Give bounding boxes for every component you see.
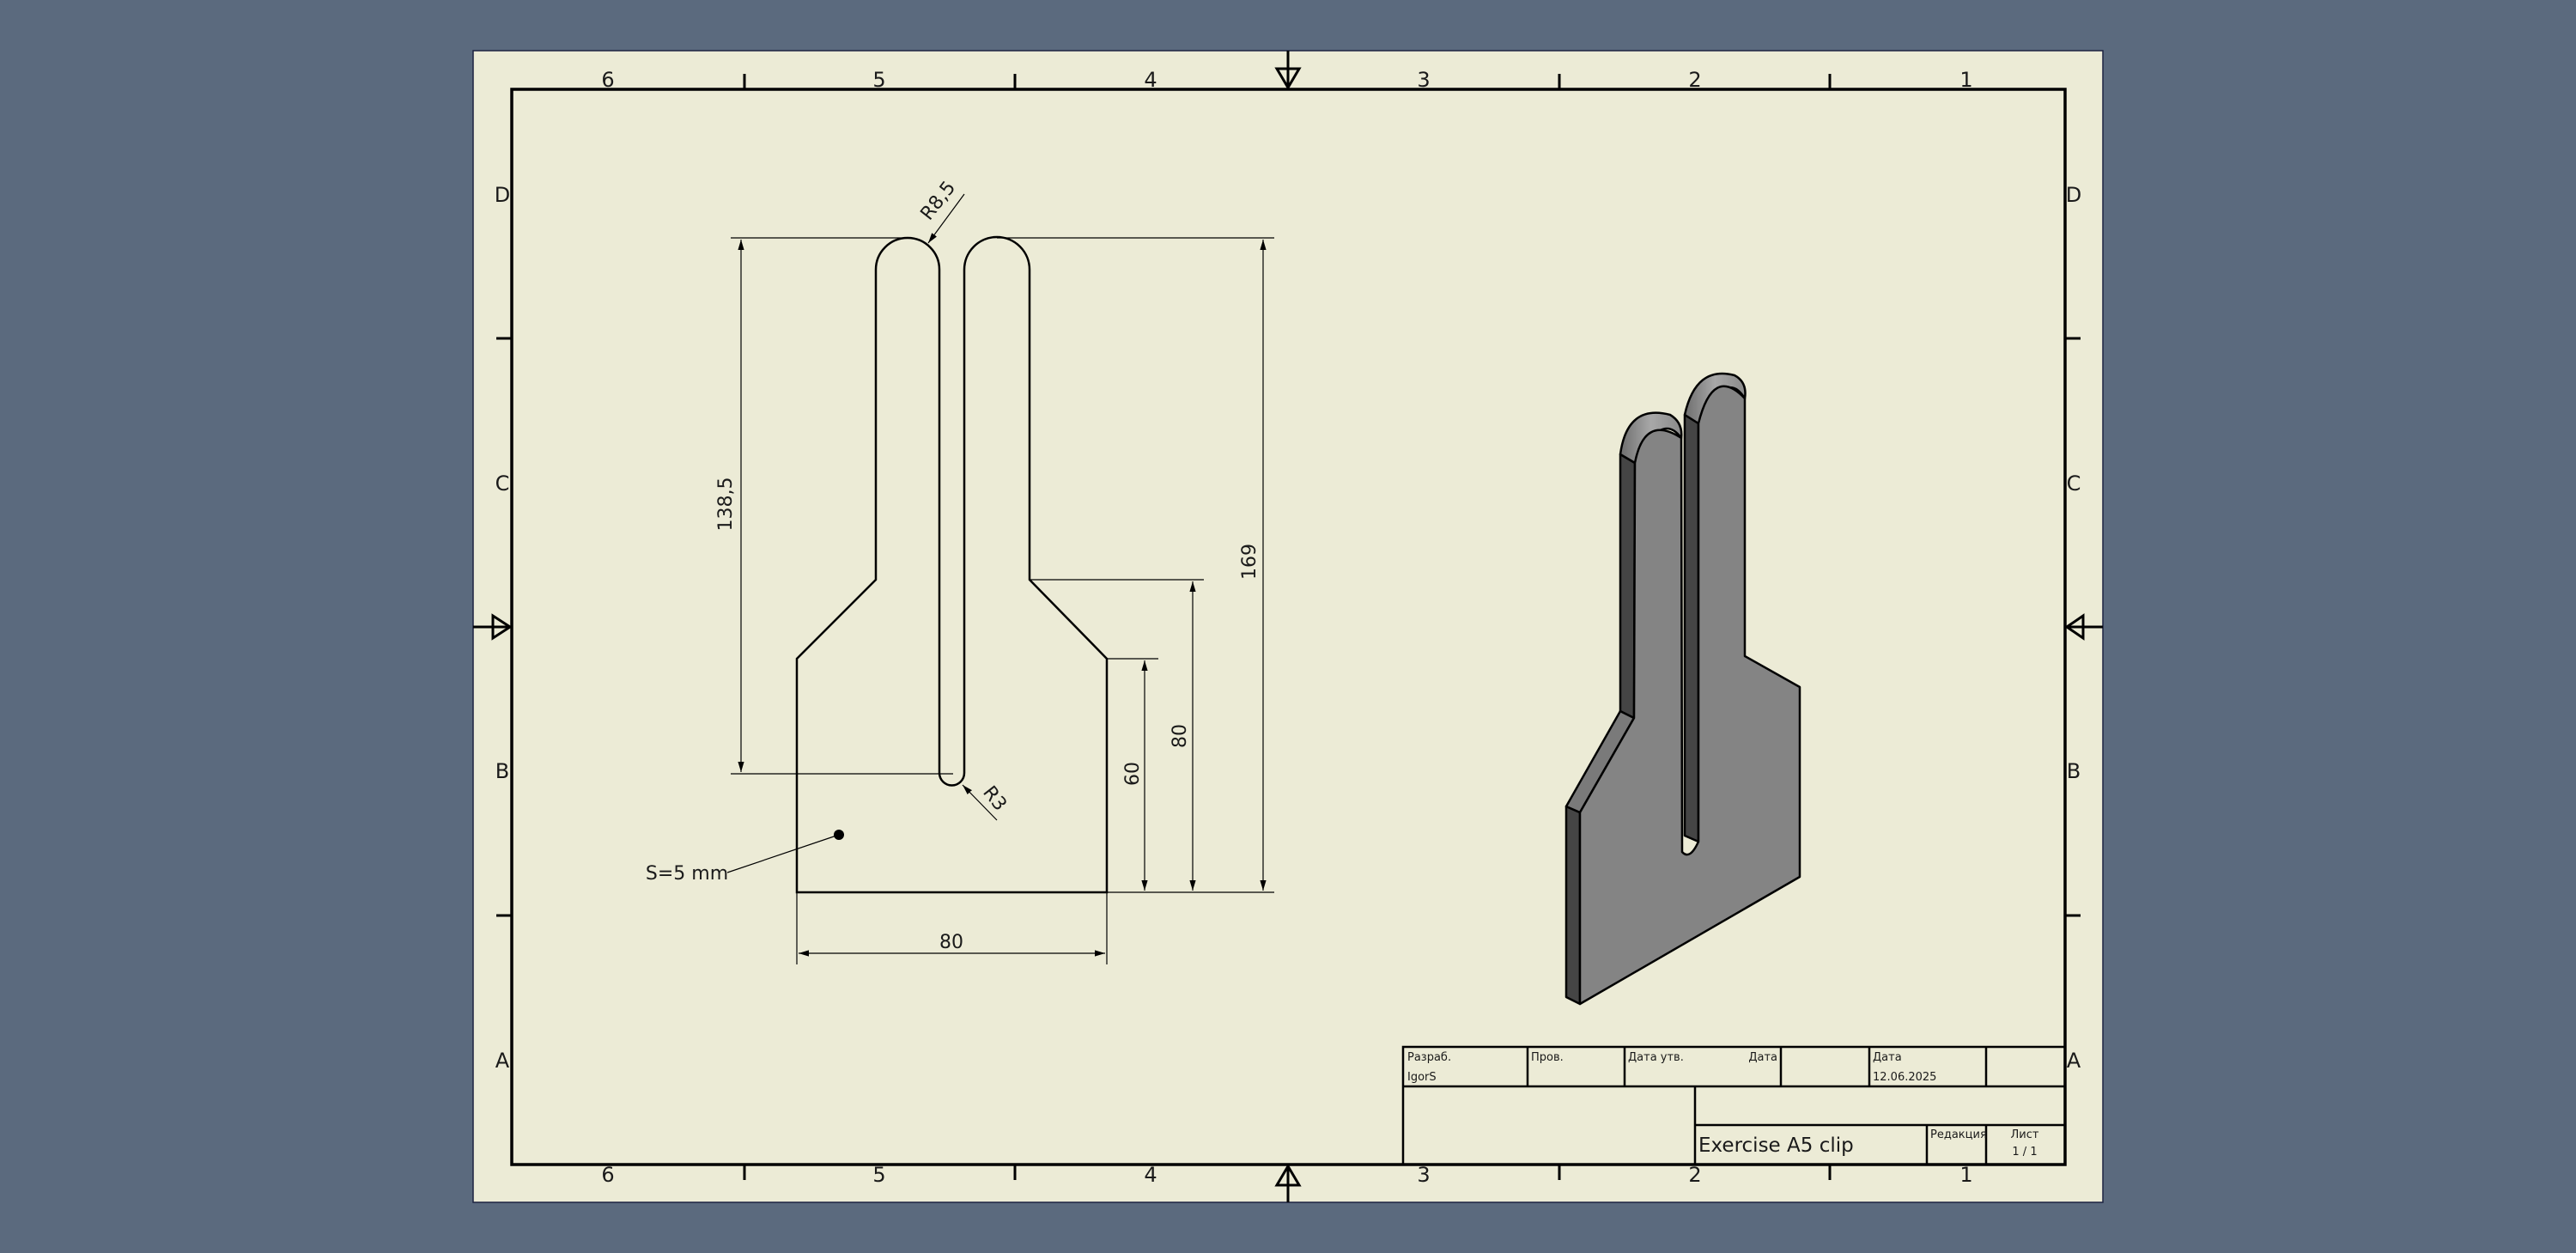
zone-col-4: 4	[1144, 1163, 1157, 1187]
iso-slot-wall	[1683, 413, 1700, 843]
zone-col-3: 3	[1417, 1163, 1430, 1187]
zone-col-5: 5	[872, 68, 885, 92]
drawing-title[interactable]: Exercise A5 clip	[1698, 1134, 1854, 1157]
zone-row-b: B	[495, 759, 509, 783]
isometric-view[interactable]	[1564, 372, 1801, 1006]
thickness-note[interactable]: S=5 mm	[646, 863, 728, 885]
zone-col-5: 5	[872, 1163, 885, 1187]
sheet-number: 1 / 1	[2012, 1146, 2037, 1159]
zone-col-1: 1	[1959, 1163, 1972, 1187]
zone-row-d: D	[2066, 183, 2081, 207]
developer-value[interactable]: IgorS	[1407, 1071, 1437, 1084]
zone-labels-top: 6 5 4 3 2 1	[601, 68, 1972, 92]
zone-col-1: 1	[1959, 68, 1972, 92]
title-block	[1401, 1045, 2067, 1166]
zone-row-a: A	[495, 1049, 510, 1073]
dim-shoulder-height[interactable]: 80	[1170, 724, 1191, 748]
zone-row-b: B	[2067, 759, 2081, 783]
zone-col-2: 2	[1688, 68, 1701, 92]
dimension-lines	[726, 193, 1274, 964]
sheet-label: Лист	[2011, 1128, 2039, 1141]
dim-side-height[interactable]: 60	[1122, 762, 1144, 786]
date-value[interactable]: 12.06.2025	[1873, 1071, 1936, 1084]
title-block-texts: Разраб. IgorS Пров. Дата утв. Дата Дата …	[1407, 1051, 2039, 1159]
date-label-2: Дата	[1873, 1051, 1902, 1064]
dim-total-height[interactable]: 169	[1239, 544, 1261, 580]
zone-labels-bottom: 6 5 4 3 2 1	[601, 1163, 1972, 1187]
zone-row-a: A	[2067, 1049, 2081, 1073]
centering-marks	[473, 51, 2103, 1202]
zone-labels-right: D C B A	[2066, 183, 2081, 1073]
dim-slot-height[interactable]: 138,5	[715, 477, 737, 532]
zone-col-3: 3	[1417, 68, 1430, 92]
zone-row-c: C	[495, 471, 510, 496]
note-leader-dot	[834, 830, 844, 840]
revision-label: Редакция	[1930, 1128, 1987, 1141]
zone-labels-left: D C B A	[495, 183, 510, 1073]
zone-col-4: 4	[1144, 68, 1157, 92]
zone-col-2: 2	[1688, 1163, 1701, 1187]
zone-row-d: D	[495, 183, 510, 207]
approved-date-label: Дата утв.	[1628, 1051, 1684, 1064]
sheet	[472, 50, 2104, 1203]
zone-ticks	[496, 74, 2081, 1180]
part-front-view-outline[interactable]	[795, 235, 1109, 894]
checked-label: Пров.	[1531, 1051, 1564, 1064]
date-label-1: Дата	[1748, 1051, 1777, 1064]
iso-front-face	[1578, 385, 1801, 1006]
zone-row-c: C	[2067, 471, 2081, 496]
zone-col-6: 6	[601, 68, 614, 92]
iso-left-finger-side	[1619, 453, 1637, 720]
dim-width[interactable]: 80	[939, 932, 963, 953]
iso-left-side-face	[1564, 805, 1582, 1006]
developer-label: Разраб.	[1407, 1051, 1451, 1064]
zone-col-6: 6	[601, 1163, 614, 1187]
